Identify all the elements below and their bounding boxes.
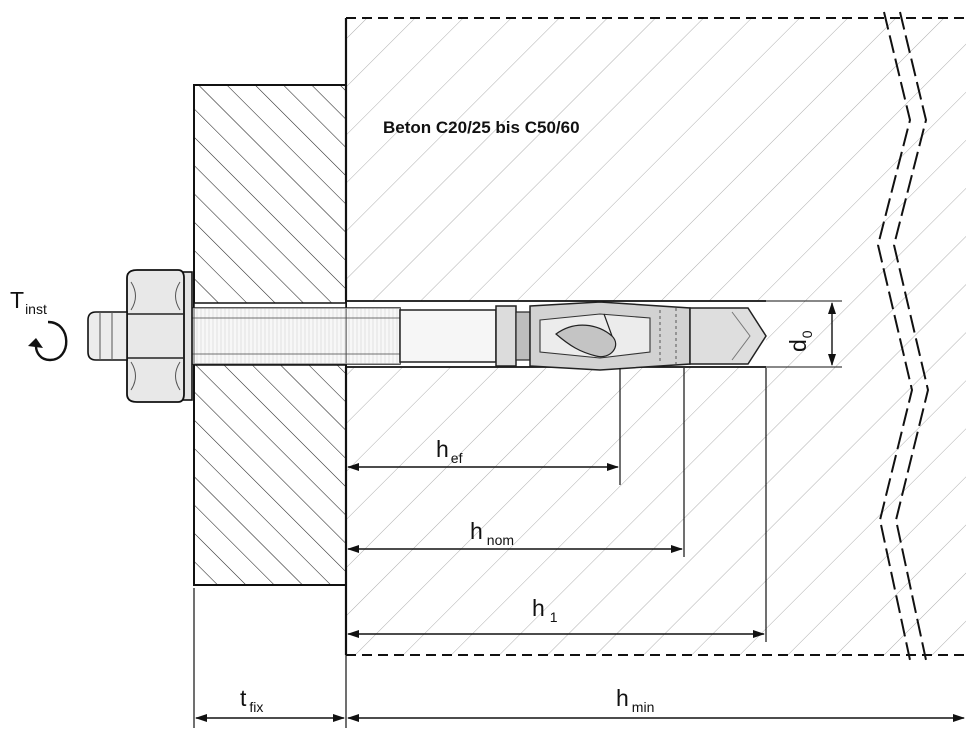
torque-symbol: Tinst <box>10 287 68 362</box>
break-lines <box>876 11 930 661</box>
d0-dimension: d0 <box>766 300 842 368</box>
hex-nut <box>126 269 185 403</box>
concrete-grade-label: Beton C20/25 bis C50/60 <box>383 118 580 137</box>
extension-lines <box>193 368 767 728</box>
bolt-end <box>87 311 128 361</box>
anchor-bolt <box>185 301 767 371</box>
torque-label: Tinst <box>10 287 47 317</box>
d0-label: d0 <box>785 330 815 352</box>
rotation-arrow-icon <box>34 320 68 362</box>
